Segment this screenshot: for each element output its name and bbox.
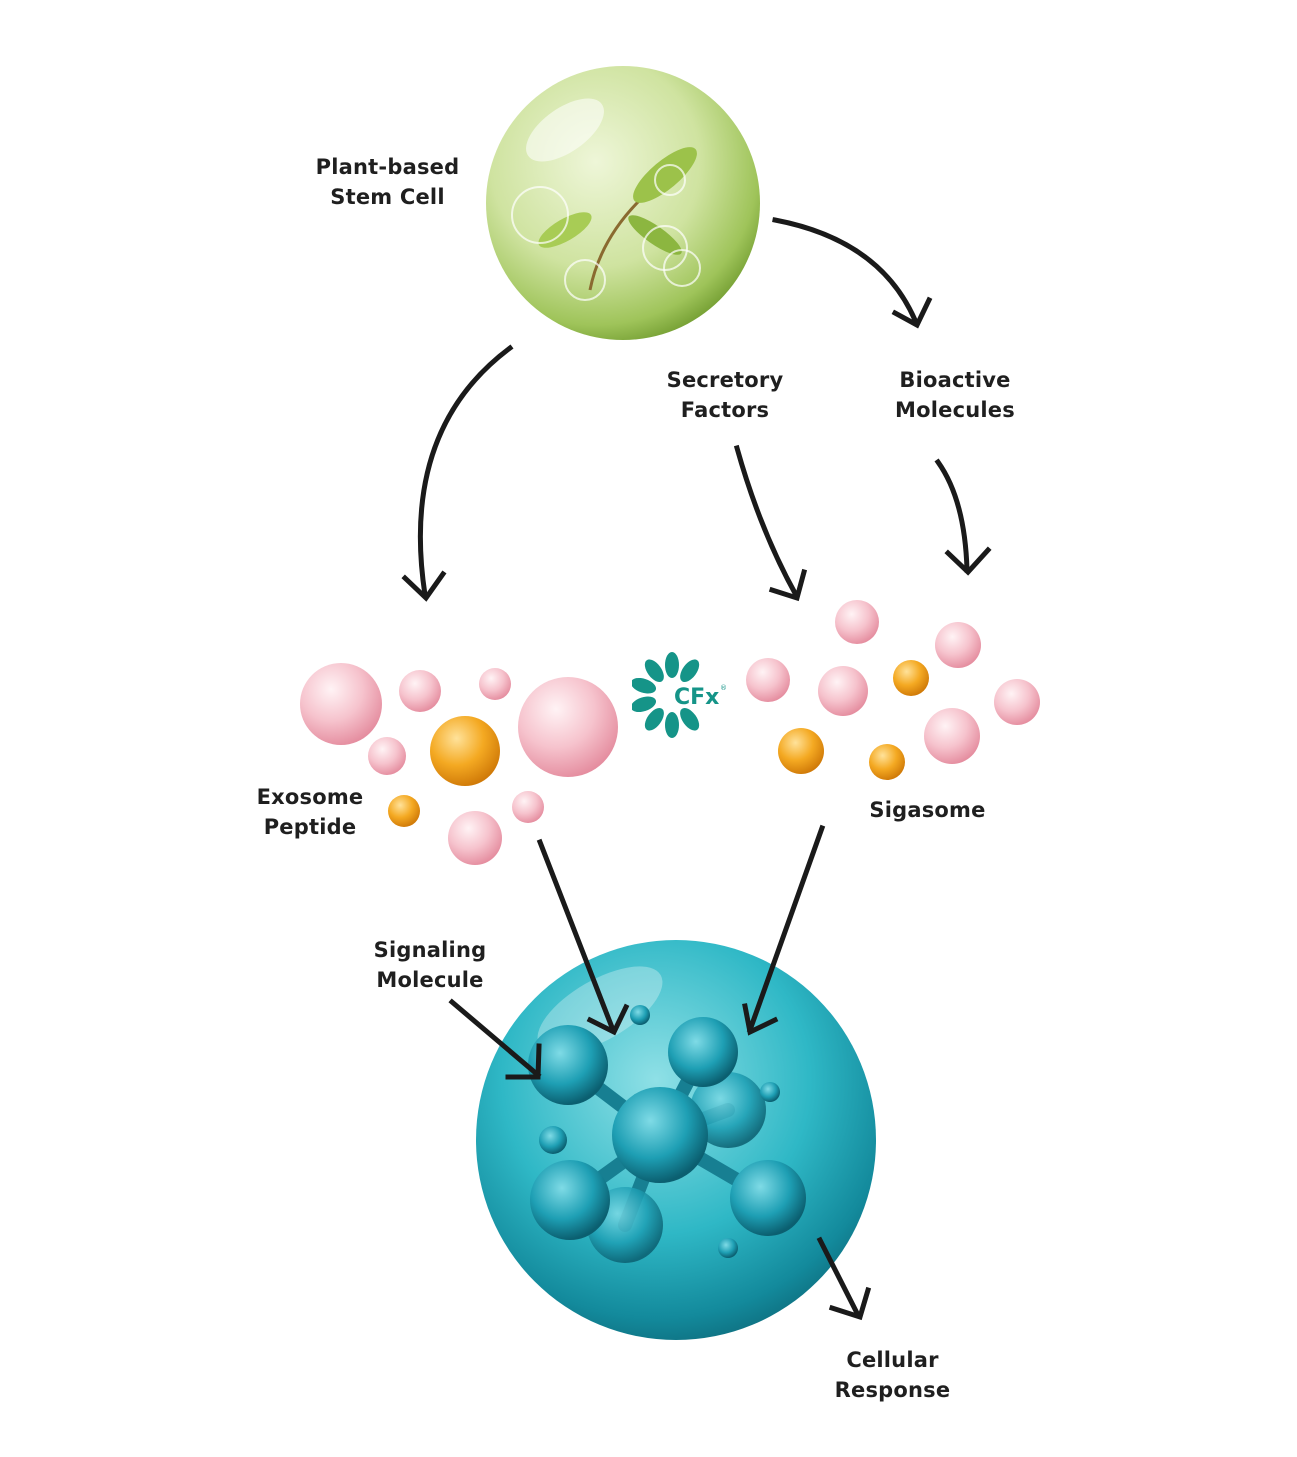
label-cellular-response: Cellular Response [834,1348,951,1402]
registered-mark: ® [720,684,727,692]
arrow-stem-to-bioactive [772,217,933,329]
arrow-cell-to-response [816,1236,872,1321]
label-bioactive-molecules: Bioactive Molecules [895,368,1015,422]
label-secretory-factors: Secretory Factors [666,368,784,422]
sigasome-vesicles [746,600,1040,780]
stem-cell-sphere [486,66,760,340]
exosome-vesicles [300,663,618,865]
cfx-logo-text: CFx [674,685,719,710]
arrow-stem-to-exosome [401,344,514,602]
arrow-secretory-to-sigasome [733,444,808,602]
label-sigasome: Sigasome [869,798,986,822]
arrow-sigasome-to-cell [742,824,826,1036]
target-cell-sphere [476,940,876,1340]
arrow-signaling-to-molecule [448,998,542,1080]
arrow-bioactive-to-sigasome [934,458,992,576]
label-exosome-peptide: Exosome Peptide [256,785,364,839]
label-signaling-molecule: Signaling Molecule [373,938,487,992]
cfx-logo: CFx ® [630,650,732,740]
flower-icon: CFx ® [630,652,727,738]
label-stem-cell: Plant-based Stem Cell [315,155,460,209]
arrow-exosome-to-cell [536,838,630,1036]
